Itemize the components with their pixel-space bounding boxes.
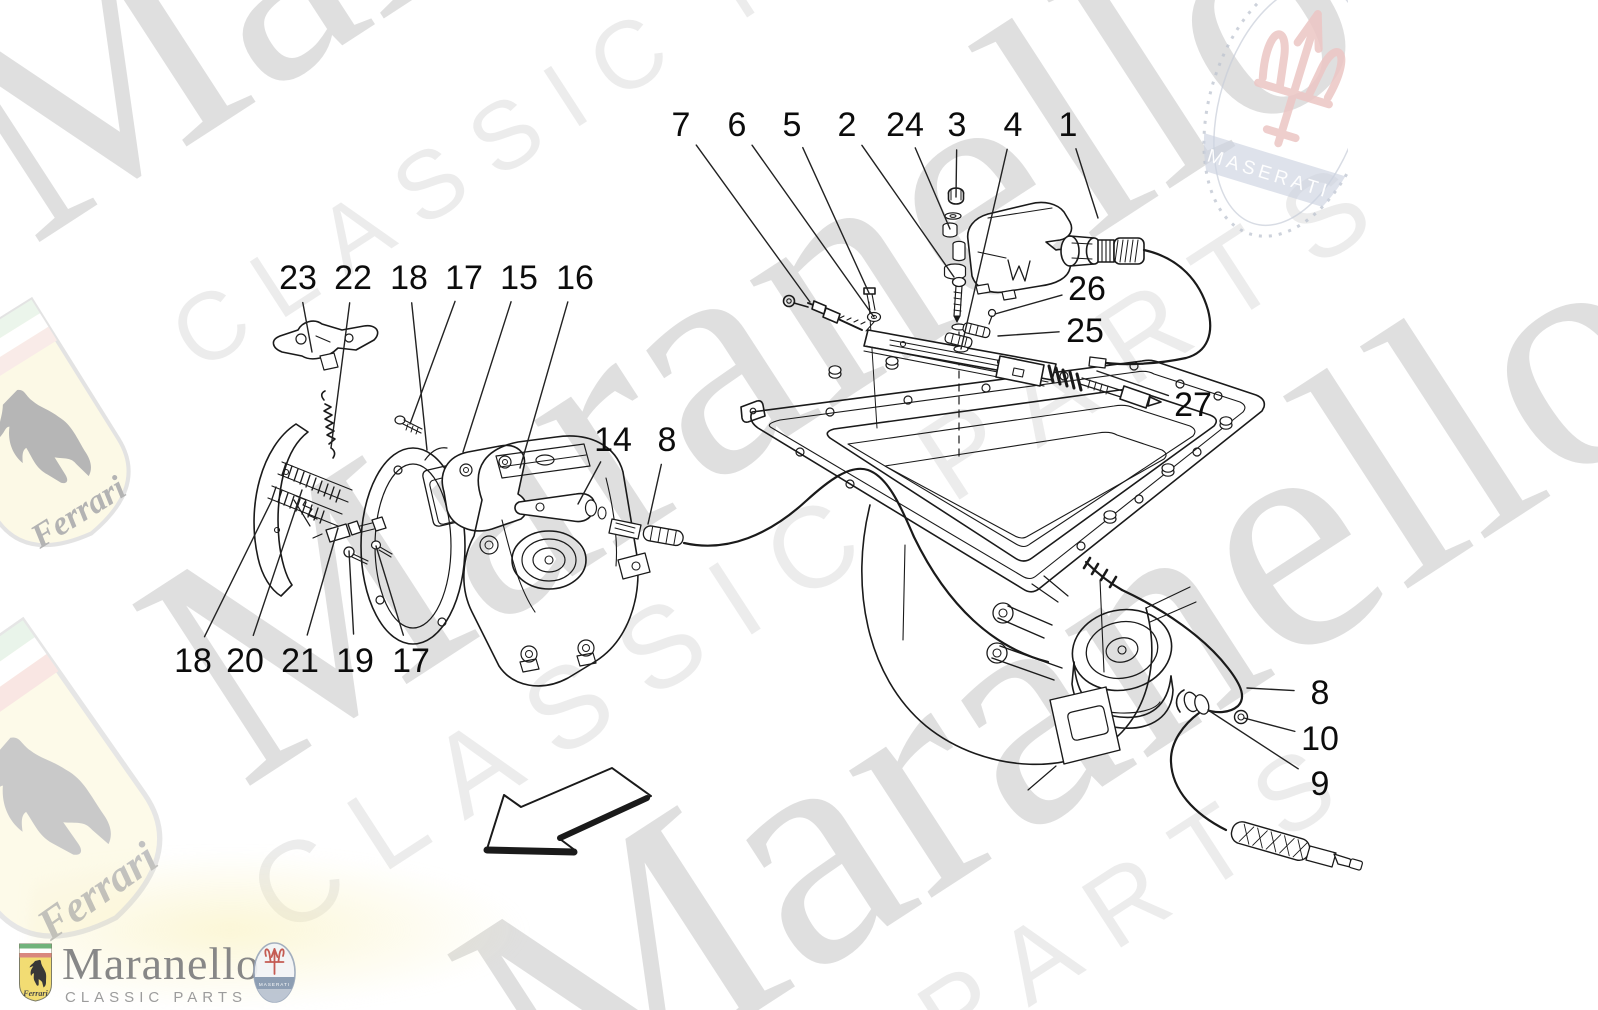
svg-text:Ferrari: Ferrari: [22, 989, 48, 998]
callout-label-16: 16: [556, 259, 594, 297]
callout-label-25: 25: [1066, 312, 1104, 350]
leader-line-5: [802, 146, 870, 294]
gearbox-pan: [740, 301, 1266, 766]
direction-arrow-icon: [483, 767, 652, 856]
hub-carrier-group: [463, 435, 651, 687]
leader-line-15: [462, 301, 512, 453]
leader-line-1: [1075, 148, 1099, 219]
callout-label-19: 19: [336, 642, 374, 680]
callout-label-24: 24: [886, 106, 924, 144]
handbrake-actuator: [966, 201, 1212, 369]
svg-text:MASERATI: MASERATI: [259, 982, 290, 987]
leader-line-8: [1246, 687, 1295, 692]
callout-label-15: 15: [500, 259, 538, 297]
callout-label-23: 23: [279, 259, 317, 297]
leader-line-25: [997, 331, 1060, 337]
logo-brand-text: Maranello: [62, 938, 261, 989]
maserati-badge-logo-icon: MASERATI: [253, 942, 296, 1003]
ferrari-shield-logo-icon: Ferrari: [19, 943, 52, 1002]
leader-line-10: [1243, 717, 1296, 733]
callout-label-17: 17: [445, 259, 483, 297]
leader-line-4: [960, 148, 1008, 350]
callout-label-9: 9: [1311, 765, 1330, 803]
leader-line-23: [302, 301, 313, 353]
callout-label-8: 8: [658, 421, 677, 459]
callout-label-21: 21: [281, 642, 319, 680]
leader-line-7: [695, 144, 811, 303]
maranello-logo-bar: Ferrari Maranello CLASSIC PARTS MASERATI: [0, 935, 330, 1010]
leader-line-8: [647, 463, 663, 525]
callout-label-4: 4: [1004, 106, 1023, 144]
leader-line-6: [751, 144, 875, 318]
callout-label-14: 14: [594, 421, 632, 459]
leader-line-27: [1096, 370, 1170, 397]
leader-line-21: [306, 527, 339, 636]
callout-label-8: 8: [1311, 674, 1330, 712]
leader-line-9: [1207, 709, 1299, 770]
leader-line-18: [203, 499, 273, 638]
callout-label-26: 26: [1068, 270, 1106, 308]
callout-label-10: 10: [1301, 720, 1339, 758]
callout-label-18: 18: [174, 642, 212, 680]
callout-label-2: 2: [838, 106, 857, 144]
callout-label-7: 7: [672, 106, 691, 144]
leader-line-3: [955, 149, 958, 198]
callout-label-5: 5: [783, 106, 802, 144]
callout-label-27: 27: [1174, 386, 1212, 424]
leader-line-19: [348, 550, 355, 635]
callout-label-20: 20: [226, 642, 264, 680]
leader-line-26: [994, 294, 1063, 315]
leader-line-2: [861, 144, 955, 278]
leader-line-17: [375, 545, 405, 636]
suspension-mount-group: [986, 575, 1174, 791]
leader-line-16: [519, 301, 569, 469]
leader-line-22: [330, 302, 351, 449]
leader-line-17: [409, 300, 456, 425]
leader-line-24: [914, 147, 951, 230]
callout-label-17: 17: [392, 642, 430, 680]
leader-line-18: [410, 302, 428, 451]
logo-tagline-text: CLASSIC PARTS: [65, 989, 247, 1006]
rear-handbrake-cable: [1082, 556, 1363, 871]
callout-label-6: 6: [728, 106, 747, 144]
leader-line-20: [252, 489, 303, 637]
callout-label-3: 3: [948, 106, 967, 144]
callout-label-22: 22: [334, 259, 372, 297]
brake-shoes-group: [253, 320, 528, 645]
front-handbrake-cable: [608, 467, 1050, 664]
leader-line-14: [577, 461, 602, 505]
callout-label-1: 1: [1059, 106, 1078, 144]
handbrake-rod-assembly: [782, 287, 1162, 409]
callout-label-18: 18: [390, 259, 428, 297]
